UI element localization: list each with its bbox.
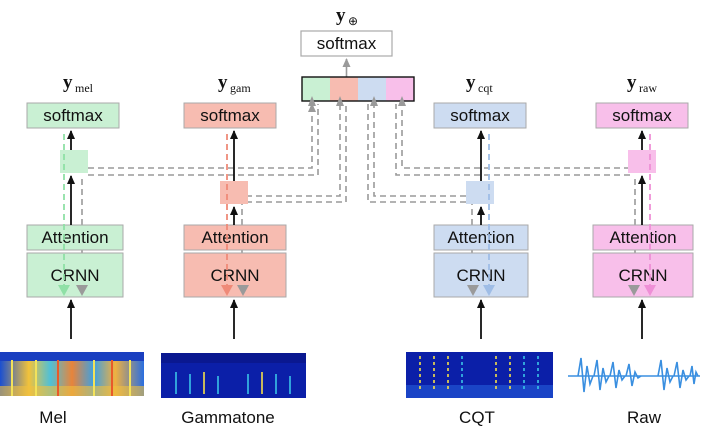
mel-crnn-label: CRNN	[50, 266, 99, 285]
cqt-caption: CQT	[459, 408, 495, 427]
cqt-output-symbol: y	[466, 72, 476, 93]
raw-softmax-label: softmax	[612, 106, 672, 125]
concat-segment-raw	[386, 77, 414, 101]
cqt-output-subscript: cqt	[478, 81, 493, 95]
concat-segment-mel	[302, 77, 330, 101]
concatenated-vector	[301, 76, 415, 102]
fused-output-symbol: y	[336, 5, 346, 26]
fused-softmax-box: softmax	[300, 30, 393, 57]
concat-segment-cqt	[358, 77, 386, 101]
mel-caption: Mel	[39, 408, 66, 427]
gam-crnn-label: CRNN	[210, 266, 259, 285]
branch-raw: y raw softmax Attention CRNN Raw	[568, 72, 700, 427]
branch-gammatone: y gam softmax Attention CRNN Gammatone	[161, 72, 306, 427]
raw-output-symbol: y	[627, 72, 637, 93]
raw-attention-weight-box	[628, 150, 656, 173]
branch-cqt: y cqt softmax Attention CRNN CQT	[406, 72, 553, 427]
raw-waveform-image	[568, 357, 700, 393]
cqt-crnn-label: CRNN	[456, 266, 505, 285]
cqt-softmax-label: softmax	[450, 106, 510, 125]
gam-attention-label: Attention	[201, 228, 268, 247]
gammatone-spectrogram-image	[161, 353, 306, 398]
concat-segment-gam	[330, 77, 358, 101]
fused-output-subscript: ⊕	[348, 14, 358, 28]
fused-softmax-label: softmax	[317, 34, 377, 53]
fusion-connections	[81, 103, 636, 285]
mel-softmax-label: softmax	[43, 106, 103, 125]
raw-crnn-label: CRNN	[618, 266, 667, 285]
mel-output-symbol: y	[63, 72, 73, 93]
raw-caption: Raw	[627, 408, 662, 427]
gam-attention-weight-box	[220, 181, 248, 204]
gam-softmax-label: softmax	[200, 106, 260, 125]
fused-output: y ⊕	[336, 5, 358, 28]
cqt-spectrogram-image	[406, 352, 553, 398]
fusion-arrowheads	[308, 96, 406, 106]
raw-output-subscript: raw	[639, 81, 657, 95]
cqt-attention-weight-box	[466, 181, 494, 204]
raw-attention-label: Attention	[609, 228, 676, 247]
mel-output-subscript: mel	[75, 81, 94, 95]
mel-spectrogram-image	[0, 352, 144, 396]
branch-mel: y mel softmax Attention CRNN Mel	[0, 72, 144, 427]
mel-attention-weight-box	[60, 150, 88, 173]
cqt-attention-label: Attention	[447, 228, 514, 247]
gam-caption: Gammatone	[181, 408, 275, 427]
gam-output-subscript: gam	[230, 81, 251, 95]
mel-attention-label: Attention	[41, 228, 108, 247]
gam-output-symbol: y	[218, 72, 228, 93]
